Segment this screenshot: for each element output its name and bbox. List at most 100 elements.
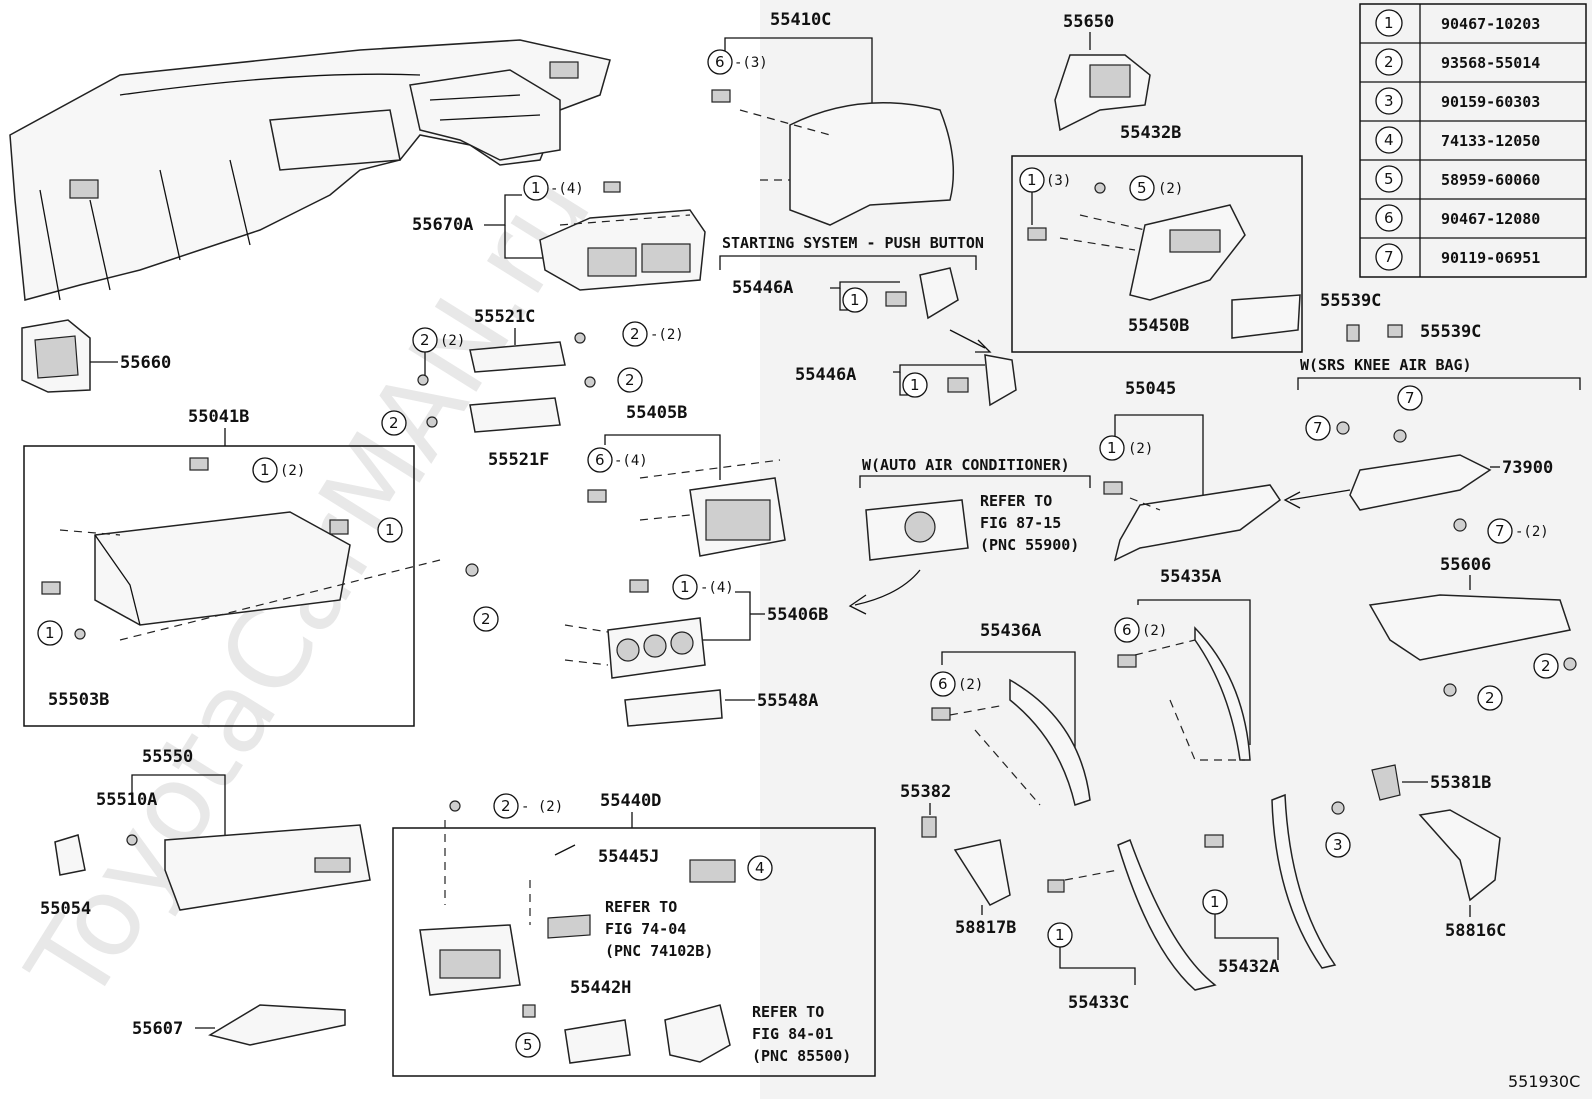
svg-text:(PNC 85500): (PNC 85500) [752, 1047, 851, 1065]
svg-text:(PNC 55900): (PNC 55900) [980, 536, 1079, 554]
svg-text:2: 2 [420, 331, 430, 349]
panel-55521: 55521C 2 (2) 2 -(2) 2 2 55521F [381, 307, 684, 470]
table-row: 3 90159-60303 [1375, 87, 1540, 115]
svg-text:93568-55014: 93568-55014 [1441, 54, 1540, 72]
table-row: 5 58959-60060 [1375, 165, 1540, 193]
svg-text:2: 2 [1541, 657, 1551, 675]
knee-airbag-group: W(SRS KNEE AIR BAG) 7 7 73900 7 -(2) [1297, 356, 1581, 544]
svg-text:90159-60303: 90159-60303 [1441, 93, 1540, 111]
part-number-label: 55539C [1320, 291, 1381, 311]
part-number-label: 55503B [48, 690, 109, 710]
lower-reinforcement-55606: 55606 2 2 [1368, 555, 1577, 711]
svg-text:W(AUTO AIR CONDITIONER): W(AUTO AIR CONDITIONER) [862, 456, 1070, 474]
svg-text:FIG 74-04: FIG 74-04 [605, 920, 686, 938]
starting-system-group: STARTING SYSTEM - PUSH BUTTON 55446A 1 5… [719, 234, 1017, 407]
svg-text:REFER TO: REFER TO [605, 898, 677, 916]
svg-text:2: 2 [1485, 689, 1495, 707]
trim-55432A: 1 55432A [1202, 793, 1337, 977]
svg-text:(2): (2) [1128, 441, 1153, 457]
svg-text:5: 5 [1384, 170, 1394, 188]
part-number-label: 55446A [732, 278, 793, 298]
clip-55539C: 55539C 55539C [1320, 291, 1481, 342]
svg-text:4: 4 [755, 859, 765, 877]
part-number-label: 55440D [600, 791, 661, 811]
part-number-label: 55550 [142, 747, 193, 767]
trim-58817B: 55382 58817B [900, 782, 1016, 938]
part-number-label: 55432B [1120, 123, 1181, 143]
part-number-label: 55521F [488, 450, 549, 470]
trim-55436A: 55436A 6 (2) [930, 621, 1091, 806]
trim-55433C: 1 55433C [1047, 839, 1217, 1013]
part-number-label: 55041B [188, 407, 249, 427]
svg-text:(2): (2) [280, 463, 305, 479]
svg-text:1: 1 [385, 521, 395, 539]
svg-text:5: 5 [523, 1036, 533, 1054]
part-number-label: 55446A [795, 365, 856, 385]
svg-text:5: 5 [1137, 179, 1147, 197]
svg-text:(3): (3) [1046, 173, 1071, 189]
svg-text:1: 1 [680, 578, 690, 596]
svg-text:7: 7 [1313, 419, 1323, 437]
svg-text:-(4): -(4) [700, 580, 734, 596]
svg-text:6: 6 [595, 451, 605, 469]
svg-text:6: 6 [1384, 209, 1394, 227]
svg-text:1: 1 [531, 179, 541, 197]
part-number-label: 55521C [474, 307, 535, 327]
part-number-label: 55445J [598, 847, 659, 867]
svg-text:REFER TO: REFER TO [980, 492, 1052, 510]
part-number-label: 55548A [757, 691, 818, 711]
svg-text:4: 4 [1384, 131, 1394, 149]
svg-text:90467-10203: 90467-10203 [1441, 15, 1540, 33]
figure-code: 551930C [1508, 1072, 1580, 1091]
svg-text:REFER TO: REFER TO [752, 1003, 824, 1021]
table-row: 6 90467-12080 [1375, 204, 1540, 232]
meter-hood-55410C: 55410C 6 -(3) [707, 10, 955, 226]
part-number-label: 55436A [980, 621, 1041, 641]
svg-text:58959-60060: 58959-60060 [1441, 171, 1540, 189]
svg-text:2: 2 [389, 414, 399, 432]
svg-text:6: 6 [938, 675, 948, 693]
part-number-label: 55045 [1125, 379, 1176, 399]
part-number-label: 55606 [1440, 555, 1491, 575]
switch-panel-55450B-group: 1 (3) 5 (2) 55450B [1011, 155, 1303, 353]
part-number-label: 55054 [40, 899, 91, 919]
part-number-label: 55433C [1068, 993, 1129, 1013]
cup-holder-55440D-group: 55440D 2 - (2) 55445J 4 REFER TO FIG 74-… [392, 791, 876, 1077]
dashboard-illustration [9, 39, 611, 301]
bezel-55405B: 55405B 6 -(4) [587, 403, 786, 557]
auto-ac-group: W(AUTO AIR CONDITIONER) REFER TO FIG 87-… [848, 456, 1091, 615]
svg-text:1: 1 [1210, 893, 1220, 911]
part-number-label: 73900 [1502, 458, 1553, 478]
svg-text:2: 2 [1384, 53, 1394, 71]
svg-text:-(2): -(2) [1515, 524, 1549, 540]
svg-text:90467-12080: 90467-12080 [1441, 210, 1540, 228]
part-number-label: 55510A [96, 790, 157, 810]
svg-text:1: 1 [910, 376, 920, 394]
svg-text:STARTING SYSTEM - PUSH BUTTON: STARTING SYSTEM - PUSH BUTTON [722, 234, 984, 252]
svg-text:3: 3 [1384, 92, 1394, 110]
svg-text:7: 7 [1405, 389, 1415, 407]
svg-text:-(2): -(2) [650, 327, 684, 343]
part-number-label: 55650 [1063, 12, 1114, 32]
svg-text:- (2): - (2) [521, 799, 563, 815]
svg-text:(2): (2) [440, 333, 465, 349]
part-number-label: 58817B [955, 918, 1016, 938]
svg-text:1: 1 [1107, 439, 1117, 457]
center-vent-55670A: 55670A 1 -(4) [412, 175, 706, 291]
svg-text:-(4): -(4) [614, 453, 648, 469]
lower-panel-55045: 55045 1 (2) [1099, 379, 1351, 562]
svg-text:1: 1 [1027, 171, 1037, 189]
glove-box-door-55041B-group: 55041B 1 (2) 1 2 1 55503B [23, 407, 499, 727]
part-number-label: 55410C [770, 10, 831, 30]
trim-55435A: 55435A 6 (2) [1114, 567, 1251, 761]
svg-text:6: 6 [715, 53, 725, 71]
vent-55660: 55660 [21, 319, 171, 393]
svg-text:90119-06951: 90119-06951 [1441, 249, 1540, 267]
part-number-label: 55607 [132, 1019, 183, 1039]
part-number-label: 55450B [1128, 316, 1189, 336]
svg-text:-(3): -(3) [734, 55, 768, 71]
heater-panel-55406B: 1 -(4) 55406B 55548A [564, 574, 828, 727]
